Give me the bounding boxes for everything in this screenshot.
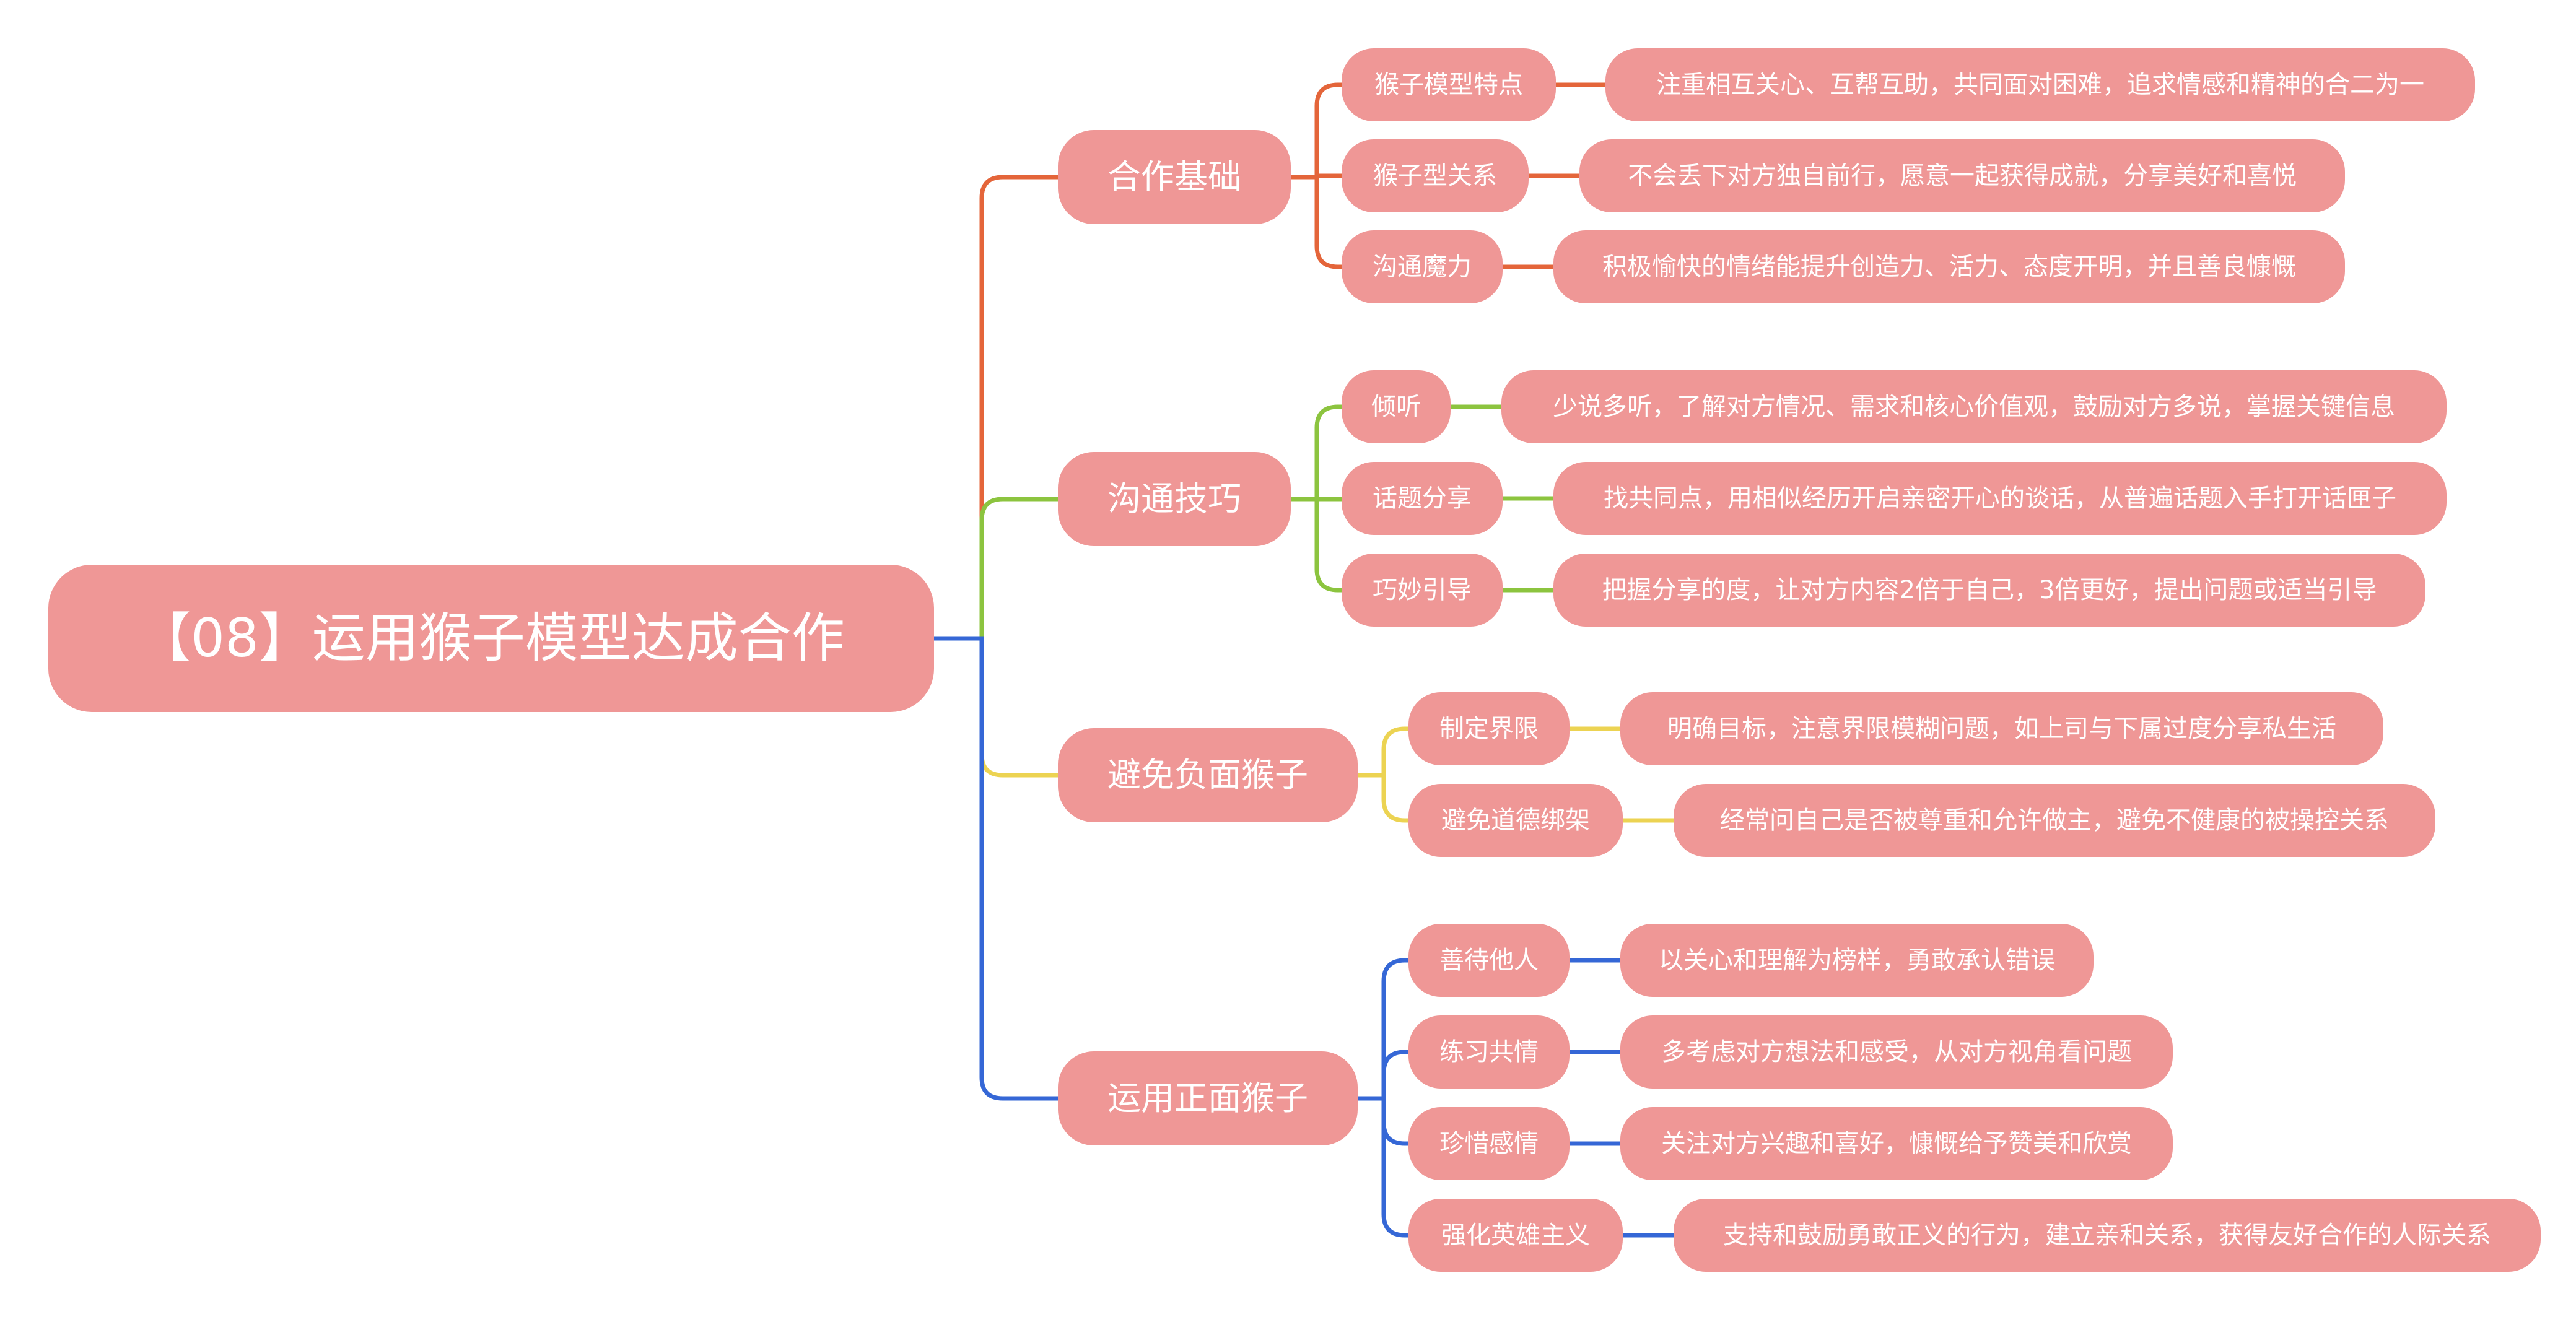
branch-connector-3-0 xyxy=(1355,958,1411,1101)
detail-text: 注重相互关心、互帮互助，共同面对困难，追求情感和精神的合二为一 xyxy=(1656,71,2424,99)
branch-label: 避免负面猴子 xyxy=(1107,755,1308,794)
subtopic-monkey-model-traits[interactable]: 猴子模型特点 xyxy=(1342,48,1556,121)
subtopic-label: 猴子型关系 xyxy=(1373,162,1497,190)
detail-text: 积极愉快的情绪能提升创造力、活力、态度开明，并且善良慷慨 xyxy=(1602,253,2296,281)
subtopic-topic-sharing[interactable]: 话题分享 xyxy=(1342,462,1503,535)
root-topic[interactable]: 【08】运用猴子模型达成合作 xyxy=(48,565,934,712)
detail-listening[interactable]: 少说多听，了解对方情况、需求和核心价值观，鼓励对方多说，掌握关键信息 xyxy=(1501,370,2447,443)
detail-practice-empathy[interactable]: 多考虑对方想法和感受，从对方视角看问题 xyxy=(1620,1015,2173,1089)
branch-connector-0-0 xyxy=(1288,82,1344,180)
detail-text: 多考虑对方想法和感受，从对方视角看问题 xyxy=(1661,1038,2132,1066)
subtopic-listening[interactable]: 倾听 xyxy=(1342,370,1451,443)
branch-topic-communication-skills[interactable]: 沟通技巧 xyxy=(1058,452,1291,546)
subtopic-cherish-feelings[interactable]: 珍惜感情 xyxy=(1408,1107,1570,1180)
branch-connector-1-2 xyxy=(1288,497,1344,593)
branch-connector-1-0 xyxy=(1288,404,1344,502)
branch-connector-3-3 xyxy=(1355,1096,1411,1238)
subtopic-label: 话题分享 xyxy=(1373,484,1472,513)
subtopic-label: 猴子模型特点 xyxy=(1374,71,1523,99)
branch-connector-2-0 xyxy=(1355,726,1411,778)
detail-monkey-model-traits[interactable]: 注重相互关心、互帮互助，共同面对困难，追求情感和精神的合二为一 xyxy=(1605,48,2475,121)
subtopic-label: 练习共情 xyxy=(1439,1038,1539,1066)
root-topic-label: 【08】运用猴子模型达成合作 xyxy=(138,607,845,669)
detail-treat-others-well[interactable]: 以关心和理解为榜样，勇敢承认错误 xyxy=(1620,924,2094,997)
detail-set-boundaries[interactable]: 明确目标，注意界限模糊问题，如上司与下属过度分享私生活 xyxy=(1620,692,2383,765)
detail-text: 关注对方兴趣和喜好，慷慨给予赞美和欣赏 xyxy=(1661,1129,2132,1158)
branch-connector-2-1 xyxy=(1355,773,1411,823)
subtopic-label: 倾听 xyxy=(1371,393,1421,421)
subtopic-avoid-moral-coercion[interactable]: 避免道德绑架 xyxy=(1408,784,1623,857)
subtopic-label: 避免道德绑架 xyxy=(1441,806,1590,835)
subtopic-label: 沟通魔力 xyxy=(1373,253,1472,281)
subtopic-label: 珍惜感情 xyxy=(1439,1129,1539,1158)
detail-communication-magic[interactable]: 积极愉快的情绪能提升创造力、活力、态度开明，并且善良慷慨 xyxy=(1553,230,2345,303)
subtopic-label: 善待他人 xyxy=(1439,946,1539,975)
detail-text: 找共同点，用相似经历开启亲密开心的谈话，从普遍话题入手打开话匣子 xyxy=(1604,484,2396,513)
branch-connector-0-2 xyxy=(1288,175,1344,269)
detail-avoid-moral-coercion[interactable]: 经常问自己是否被尊重和允许做主，避免不健康的被操控关系 xyxy=(1674,784,2435,857)
root-connector-1 xyxy=(932,497,1060,641)
detail-monkey-relationship[interactable]: 不会丢下对方独自前行，愿意一起获得成就，分享美好和喜悦 xyxy=(1579,139,2345,212)
subtopic-treat-others-well[interactable]: 善待他人 xyxy=(1408,924,1570,997)
root-connector-3 xyxy=(932,636,1060,1101)
subtopic-monkey-relationship[interactable]: 猴子型关系 xyxy=(1342,139,1529,212)
subtopic-communication-magic[interactable]: 沟通魔力 xyxy=(1342,230,1503,303)
branch-label: 合作基础 xyxy=(1107,157,1241,196)
subtopic-label: 强化英雄主义 xyxy=(1441,1221,1590,1250)
subtopic-label: 巧妙引导 xyxy=(1373,576,1472,604)
detail-text: 不会丢下对方独自前行，愿意一起获得成就，分享美好和喜悦 xyxy=(1628,162,2297,190)
branch-label: 沟通技巧 xyxy=(1107,479,1241,518)
detail-topic-sharing[interactable]: 找共同点，用相似经历开启亲密开心的谈话，从普遍话题入手打开话匣子 xyxy=(1553,462,2447,535)
root-connector-2 xyxy=(932,636,1060,778)
subtopic-clever-guidance[interactable]: 巧妙引导 xyxy=(1342,554,1503,627)
detail-clever-guidance[interactable]: 把握分享的度，让对方内容2倍于自己，3倍更好，提出问题或适当引导 xyxy=(1553,554,2425,627)
branch-connector-3-1 xyxy=(1355,1050,1411,1101)
subtopic-practice-empathy[interactable]: 练习共情 xyxy=(1408,1015,1570,1089)
detail-text: 支持和鼓励勇敢正义的行为，建立亲和关系，获得友好合作的人际关系 xyxy=(1723,1221,2491,1250)
subtopic-set-boundaries[interactable]: 制定界限 xyxy=(1408,692,1570,765)
detail-reinforce-heroism[interactable]: 支持和鼓励勇敢正义的行为，建立亲和关系，获得友好合作的人际关系 xyxy=(1674,1199,2541,1272)
subtopic-reinforce-heroism[interactable]: 强化英雄主义 xyxy=(1408,1199,1623,1272)
detail-text: 把握分享的度，让对方内容2倍于自己，3倍更好，提出问题或适当引导 xyxy=(1602,576,2377,604)
subtopic-label: 制定界限 xyxy=(1439,715,1539,743)
detail-cherish-feelings[interactable]: 关注对方兴趣和喜好，慷慨给予赞美和欣赏 xyxy=(1620,1107,2173,1180)
branch-topic-apply-positive-monkey[interactable]: 运用正面猴子 xyxy=(1058,1051,1358,1145)
detail-text: 经常问自己是否被尊重和允许做主，避免不健康的被操控关系 xyxy=(1720,806,2389,835)
root-connector-0 xyxy=(932,175,1060,641)
detail-text: 以关心和理解为榜样，勇敢承认错误 xyxy=(1659,946,2055,975)
branch-topic-avoid-negative-monkey[interactable]: 避免负面猴子 xyxy=(1058,728,1358,822)
detail-text: 少说多听，了解对方情况、需求和核心价值观，鼓励对方多说，掌握关键信息 xyxy=(1553,393,2395,421)
detail-text: 明确目标，注意界限模糊问题，如上司与下属过度分享私生活 xyxy=(1667,715,2336,743)
branch-label: 运用正面猴子 xyxy=(1107,1079,1308,1118)
branch-topic-cooperation-basis[interactable]: 合作基础 xyxy=(1058,130,1291,224)
